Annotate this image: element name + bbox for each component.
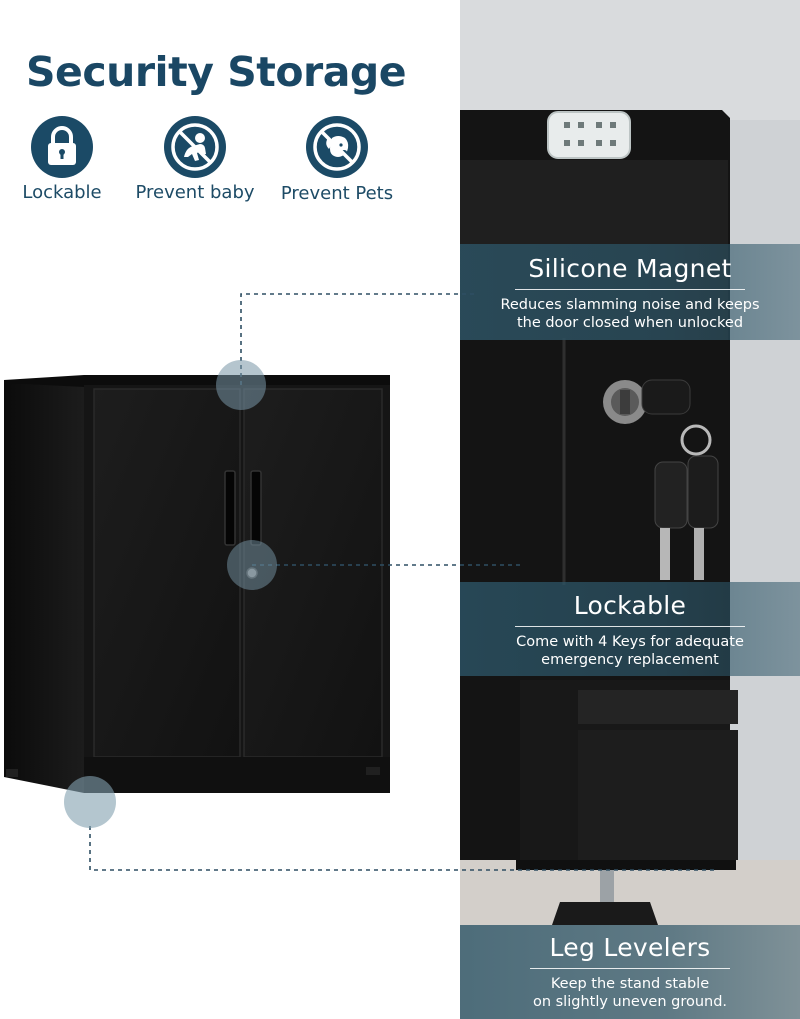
- callout-description-line: Reduces slamming noise and keeps: [500, 297, 760, 313]
- detail-panel: Silicone Magnet Reduces slamming noise a…: [460, 0, 800, 1019]
- feature-label-prevent-pets: Prevent Pets: [280, 183, 394, 204]
- callout-description-line: emergency replacement: [541, 652, 719, 668]
- callout-leg-levelers: Leg Levelers Keep the stand stable on sl…: [460, 925, 800, 1019]
- page-title: Security Storage: [26, 48, 407, 96]
- no-baby-icon: [164, 116, 226, 178]
- storage-cabinet-image: [4, 375, 390, 793]
- callout-lockable: Lockable Come with 4 Keys for adequate e…: [460, 582, 800, 676]
- callout-divider: [515, 289, 745, 290]
- callout-title: Leg Levelers: [549, 933, 711, 962]
- cabinet-detail-photo: [460, 0, 800, 1019]
- feature-label-lockable: Lockable: [22, 182, 102, 203]
- callout-description-line: Come with 4 Keys for adequate: [516, 634, 744, 650]
- padlock-icon: [31, 116, 93, 178]
- callout-description-line: Keep the stand stable: [550, 976, 710, 992]
- callout-description-line: the door closed when unlocked: [516, 315, 744, 331]
- callout-description-line: on slightly uneven ground.: [532, 994, 728, 1010]
- callout-title: Lockable: [573, 591, 687, 620]
- callout-title: Silicone Magnet: [528, 254, 732, 283]
- callout-divider: [515, 626, 745, 627]
- no-pets-icon: [306, 116, 368, 178]
- callout-silicone-magnet: Silicone Magnet Reduces slamming noise a…: [460, 244, 800, 340]
- callout-divider: [530, 968, 730, 969]
- feature-label-prevent-baby: Prevent baby: [135, 182, 255, 203]
